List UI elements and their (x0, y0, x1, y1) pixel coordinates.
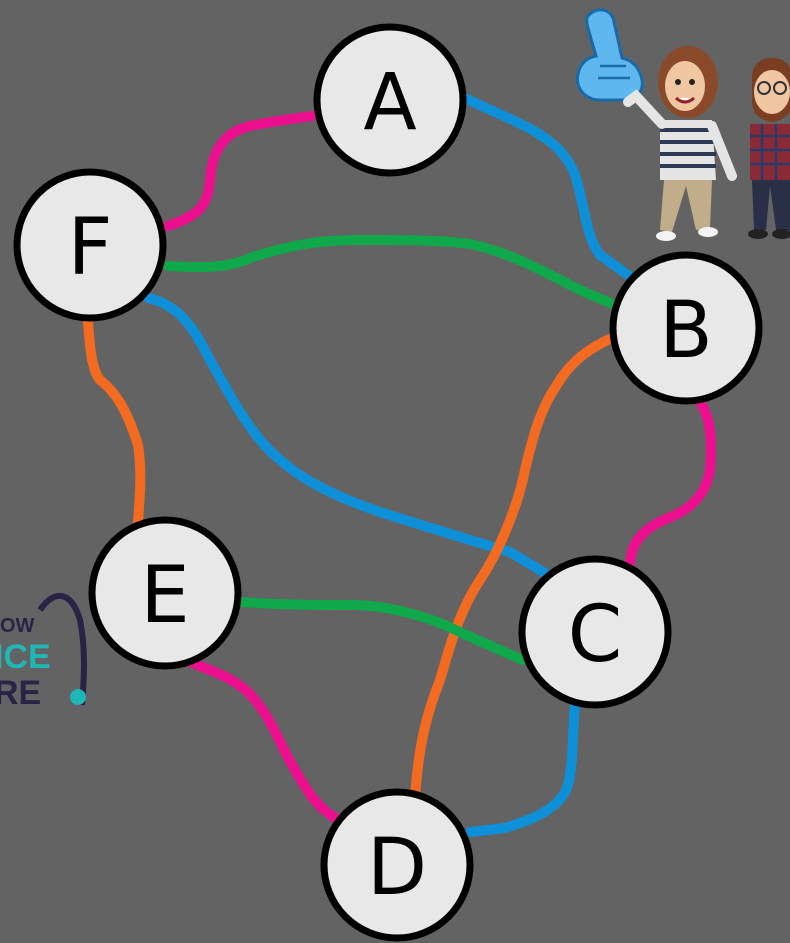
node-c: C (522, 559, 668, 705)
node-a: A (317, 27, 463, 173)
nodes-layer: A B C D E F (17, 27, 759, 938)
node-b: B (613, 255, 759, 401)
node-e: E (92, 520, 238, 666)
edge-e-c (242, 602, 523, 660)
edge-f-e (88, 322, 140, 522)
edges-layer (88, 98, 711, 832)
node-label: F (68, 203, 113, 293)
woman-figure (628, 46, 732, 241)
node-label: B (659, 286, 713, 376)
node-label: E (140, 551, 189, 641)
edge-f-b (168, 240, 615, 305)
edge-b-c (630, 402, 711, 563)
edge-c-d (470, 705, 575, 832)
edge-f-a (168, 115, 318, 226)
node-d: D (324, 792, 470, 938)
edge-e-d (190, 662, 335, 818)
logo-text-line1: OW (0, 615, 35, 637)
node-f: F (17, 172, 163, 318)
characters-illustration (577, 10, 790, 241)
node-label: A (363, 58, 416, 148)
node-label: D (367, 823, 427, 913)
man-figure (748, 58, 790, 239)
logo-text-line2: ICE (0, 638, 51, 676)
logo: OW ICE RE (0, 596, 86, 712)
foam-finger-icon (577, 10, 642, 100)
logo-text-line3: RE (0, 674, 41, 712)
logo-dot (70, 689, 86, 705)
node-label: C (568, 590, 622, 680)
